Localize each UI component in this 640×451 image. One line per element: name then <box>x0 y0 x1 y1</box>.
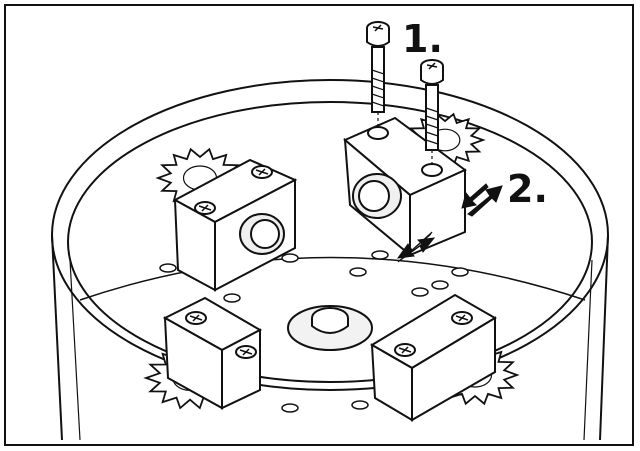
screw-slot <box>198 204 212 212</box>
floor-hole <box>349 267 367 277</box>
screw-slot <box>189 314 203 322</box>
clamp-block-bottom-left <box>162 296 263 410</box>
floor-hole <box>431 280 449 290</box>
screw-slot <box>455 314 469 322</box>
step-1-label: 1. <box>402 17 443 61</box>
drum-wall-right-inner <box>583 259 593 441</box>
clamp-block-top-right <box>343 116 467 258</box>
clamp-block-top-left <box>172 158 298 292</box>
screw-icon <box>366 21 444 165</box>
screw-hole <box>367 126 389 140</box>
floor-hole <box>371 250 389 260</box>
floor-hole <box>411 287 429 297</box>
floor-hole <box>159 263 177 273</box>
round-boss-face <box>358 180 390 212</box>
floor-hole <box>281 403 299 413</box>
floor-hole <box>223 293 241 303</box>
block-side-face <box>409 168 466 257</box>
hub-cap-side <box>311 318 349 334</box>
drum-wall-left-inner <box>69 259 81 441</box>
arrow-right <box>467 185 503 217</box>
screw-hole <box>421 163 443 177</box>
drum-floor-edge <box>79 256 586 301</box>
round-boss-face <box>250 219 280 249</box>
arrow-left <box>396 231 433 259</box>
screw-right <box>420 59 444 165</box>
drum-wall-right <box>599 234 609 441</box>
clamp-block-bottom-right <box>370 293 497 422</box>
floor-holes <box>159 250 469 413</box>
drum-housing <box>51 79 609 441</box>
screw-slot <box>255 168 269 176</box>
screw-slot <box>398 346 412 354</box>
arrow-right-back <box>461 183 489 209</box>
screw-left <box>366 21 390 128</box>
arrow-left-back <box>397 237 436 263</box>
double-arrow-icon <box>396 183 503 263</box>
drum-wall-left <box>51 234 63 441</box>
screw-slot <box>239 348 253 356</box>
floor-hole <box>351 400 369 410</box>
floor-hole <box>451 267 469 277</box>
step-2-label: 2. <box>507 167 548 211</box>
center-hub <box>287 305 373 351</box>
block-side-face <box>411 316 496 422</box>
floor-hole <box>281 253 299 263</box>
